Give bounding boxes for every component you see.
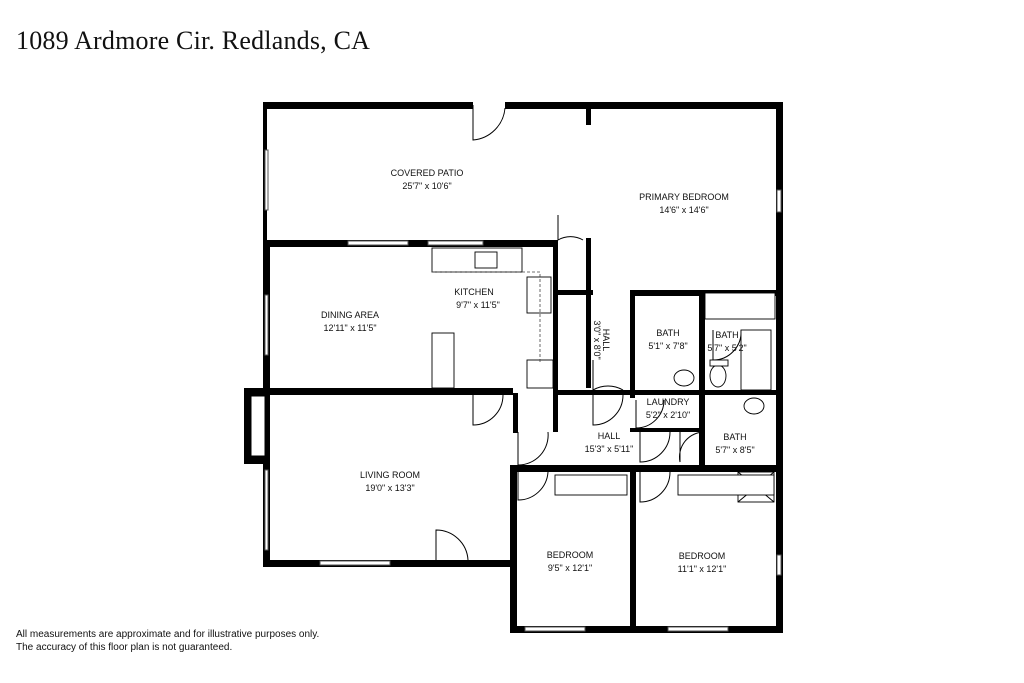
bath-3-dims: 5'7" x 8'5" — [715, 445, 754, 455]
laundry-label: LAUNDRY — [647, 397, 690, 407]
disclaimer-line-1: All measurements are approximate and for… — [16, 629, 320, 640]
kitchen-dims: 9'7" x 11'5" — [456, 300, 500, 310]
bath-3-label: BATH — [723, 432, 746, 442]
bedroom-1-dims: 9'5" x 12'1" — [548, 563, 592, 573]
kitchen-label: KITCHEN — [454, 287, 494, 297]
laundry-dims: 5'2" x 2'10" — [646, 410, 690, 420]
hall-vertical-dims: 3'0" x 8'0" — [592, 320, 602, 359]
hall-horizontal-label: HALL — [598, 431, 621, 441]
dining-area-label: DINING AREA — [321, 310, 379, 320]
room-labels: COVERED PATIO 25'7" x 10'6" PRIMARY BEDR… — [321, 168, 755, 574]
bedroom-2-dims: 11'1" x 12'1" — [678, 564, 727, 574]
living-room-dims: 19'0" x 13'3" — [365, 483, 414, 493]
bath-2-dims: 5'7" x 5'2" — [707, 343, 746, 353]
dining-area-dims: 12'11" x 11'5" — [323, 323, 376, 333]
page-title: 1089 Ardmore Cir. Redlands, CA — [16, 26, 371, 55]
bedroom-2-label: BEDROOM — [679, 551, 726, 561]
primary-bedroom-label: PRIMARY BEDROOM — [639, 192, 729, 202]
hall-horizontal-dims: 15'3" x 5'11" — [585, 444, 634, 454]
bath-1-label: BATH — [656, 328, 679, 338]
bath-2-label: BATH — [715, 330, 738, 340]
bedroom-1-label: BEDROOM — [547, 550, 594, 560]
bath-1-dims: 5'1" x 7'8" — [648, 341, 687, 351]
fixtures — [431, 247, 776, 503]
disclaimer-line-2: The accuracy of this floor plan is not g… — [16, 642, 233, 653]
hall-vertical-label: HALL — [601, 329, 611, 352]
doors — [435, 105, 742, 561]
windows — [264, 149, 782, 632]
covered-patio-label: COVERED PATIO — [391, 168, 464, 178]
covered-patio-dims: 25'7" x 10'6" — [402, 181, 451, 191]
disclaimer: All measurements are approximate and for… — [16, 628, 319, 654]
primary-bedroom-dims: 14'6" x 14'6" — [659, 205, 708, 215]
living-room-label: LIVING ROOM — [360, 470, 420, 480]
